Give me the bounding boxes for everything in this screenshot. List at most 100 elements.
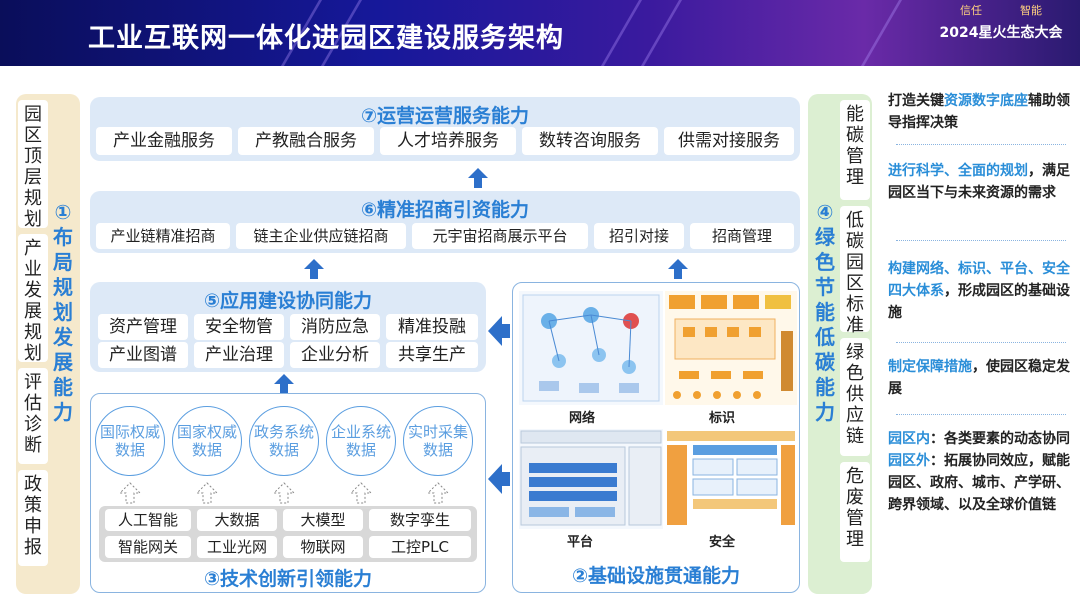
panel-operations-title: ⑦运营运营服务能力 — [360, 105, 530, 127]
circle-intl-data: 国际权威数据 — [95, 406, 165, 476]
note-separator-2 — [896, 240, 1066, 241]
page-title: 工业互联网一体化进园区建设服务架构 — [88, 23, 564, 54]
circle-national-data: 国家权威数据 — [172, 406, 242, 476]
chip-safety-property: 安全物管 — [194, 314, 284, 340]
panel-infrastructure: 网络 标识 平台 安全 — [512, 282, 800, 593]
chip-attract-docking: 招引对接 — [594, 223, 684, 249]
right-column-items: 能碳管理 低碳园区标准 绿色供应链 危废管理 — [840, 100, 870, 568]
panel-infrastructure-title: ②基础设施贯通能力 — [571, 565, 741, 587]
left-item-policy: 政策申报 — [18, 470, 48, 566]
circle-realtime-data: 实时采集数据 — [403, 406, 473, 476]
chip-iot: 物联网 — [283, 536, 363, 558]
note-3: 构建网络、标识、平台、安全四大体系，形成园区的基础设施 — [888, 258, 1072, 324]
note-3-text: ，形成园区的基础设施 — [888, 283, 1070, 321]
tech-items-box: 人工智能 大数据 大模型 数字孪生 智能网关 工业光网 物联网 工控PLC — [99, 506, 477, 562]
network-diagram-image — [519, 291, 663, 405]
note-separator-3 — [896, 342, 1066, 343]
panel-investment: ⑥精准招商引资能力 产业链精准招商 链主企业供应链招商 元宇宙招商展示平台 招引… — [90, 191, 800, 253]
event-logo: 信任 智能 2024星火生态大会 — [936, 2, 1066, 62]
note-5-highlight-a: 园区内 — [888, 431, 930, 447]
chip-enterprise-analysis: 企业分析 — [290, 342, 380, 368]
note-5-text-a: ：各类要素的动态协同 — [930, 431, 1070, 447]
dash-arrow-4 — [350, 482, 372, 504]
dash-arrow-3 — [273, 482, 295, 504]
label-platform: 平台 — [567, 535, 594, 550]
chip-asset-mgmt: 资产管理 — [98, 314, 188, 340]
arrow-left-to-tech — [488, 464, 510, 494]
logo-right-text: 智能 — [1020, 4, 1042, 17]
note-1-highlight: 资源数字底座 — [944, 93, 1028, 109]
left-item-assessment: 评估诊断 — [18, 368, 48, 464]
arrow-up-to-operations — [468, 168, 488, 188]
chip-fire-emergency: 消防应急 — [290, 314, 380, 340]
arrow-up-from-infra — [668, 259, 688, 279]
dash-arrow-2 — [196, 482, 218, 504]
event-name: 2024星火生态大会 — [939, 25, 1063, 41]
arrow-up-from-tech — [274, 374, 294, 394]
panel-tech-title: ③技术创新引领能力 — [203, 568, 373, 590]
panel-applications-title: ⑤应用建设协同能力 — [203, 290, 373, 312]
chip-industry-map: 产业图谱 — [98, 342, 188, 368]
note-4-text: ，使园区稳定发展 — [888, 359, 1070, 397]
chip-chain-investment: 产业链精准招商 — [96, 223, 230, 249]
note-4: 制定保障措施，使园区稳定发展 — [888, 356, 1072, 400]
note-5-highlight-b: 园区外 — [888, 453, 930, 469]
chip-talent-training: 人才培养服务 — [380, 127, 516, 155]
chip-digital-twin: 数字孪生 — [369, 509, 471, 531]
chip-ai: 人工智能 — [105, 509, 191, 531]
note-1-text-a: 打造关键 — [888, 93, 944, 109]
chip-supply-demand: 供需对接服务 — [664, 127, 794, 155]
chip-bigdata: 大数据 — [197, 509, 277, 531]
right-item-carbon-mgmt: 能碳管理 — [840, 100, 870, 200]
arrow-up-from-apps — [304, 259, 324, 279]
chip-smart-gateway: 智能网关 — [105, 536, 191, 558]
panel-applications: ⑤应用建设协同能力 资产管理 安全物管 消防应急 精准投融 产业图谱 产业治理 … — [90, 282, 486, 372]
chip-shared-production: 共享生产 — [386, 342, 478, 368]
right-item-green-supply: 绿色供应链 — [840, 338, 870, 456]
note-1: 打造关键资源数字底座辅助领导指挥决策 — [888, 90, 1072, 134]
chip-edu-integration: 产教融合服务 — [238, 127, 374, 155]
panel-investment-title: ⑥精准招商引资能力 — [360, 199, 530, 221]
note-3-highlight: 构建网络、标识、平台、安全四大体系 — [888, 261, 1070, 299]
note-4-highlight: 制定保障措施 — [888, 359, 972, 375]
chip-bigmodel: 大模型 — [283, 509, 363, 531]
chip-metaverse-platform: 元宇宙招商展示平台 — [412, 223, 588, 249]
security-diagram-image — [665, 429, 797, 529]
note-2: 进行科学、全面的规划，满足园区当下与未来资源的需求 — [888, 160, 1072, 204]
chip-optical-net: 工业光网 — [197, 536, 277, 558]
dash-arrow-1 — [119, 482, 141, 504]
chip-precise-finance: 精准投融 — [386, 314, 478, 340]
note-2-text: ，满足园区当下与未来资源的需求 — [888, 163, 1070, 201]
dash-arrow-5 — [427, 482, 449, 504]
left-column-title: ①布局规划发展能力 — [53, 200, 73, 424]
right-column-title: ④绿色节能低碳能力 — [815, 200, 835, 424]
right-item-lowcarbon-std: 低碳园区标准 — [840, 206, 870, 336]
chip-plc: 工控PLC — [369, 536, 471, 558]
logo-left-text: 信任 — [960, 4, 982, 17]
identifier-diagram-image — [665, 291, 797, 405]
label-network: 网络 — [569, 411, 596, 426]
chip-transform-consult: 数转咨询服务 — [522, 127, 658, 155]
panel-operations: ⑦运营运营服务能力 产业金融服务 产教融合服务 人才培养服务 数转咨询服务 供需… — [90, 97, 800, 161]
note-5-text-b: ：拓展协同效应，赋能园区、政府、城市、产学研、跨界领域、以及全球价值链 — [888, 453, 1070, 513]
chip-industry-governance: 产业治理 — [194, 342, 284, 368]
arrow-left-to-apps — [488, 316, 510, 346]
chip-leader-supply: 链主企业供应链招商 — [236, 223, 406, 249]
label-identifier: 标识 — [709, 411, 736, 426]
left-column-items: 园区顶层规划 产业发展规划 评估诊断 政策申报 — [18, 100, 48, 572]
note-separator-1 — [896, 144, 1066, 145]
chip-industry-finance: 产业金融服务 — [96, 127, 232, 155]
note-1-text-b: 辅助领导指挥决策 — [888, 93, 1070, 131]
note-2-highlight: 进行科学、全面的规划 — [888, 163, 1028, 179]
circle-gov-data: 政务系统数据 — [249, 406, 319, 476]
circle-enterprise-data: 企业系统数据 — [326, 406, 396, 476]
left-item-industry-planning: 产业发展规划 — [18, 234, 48, 364]
note-5: 园区内：各类要素的动态协同 园区外：拓展协同效应，赋能园区、政府、城市、产学研、… — [888, 428, 1072, 516]
label-security: 安全 — [709, 535, 736, 550]
left-item-park-planning: 园区顶层规划 — [18, 100, 48, 230]
chip-investment-mgmt: 招商管理 — [690, 223, 794, 249]
platform-diagram-image — [519, 429, 663, 529]
note-separator-4 — [896, 414, 1066, 415]
right-item-hazwaste: 危废管理 — [840, 462, 870, 562]
panel-tech: 国际权威数据 国家权威数据 政务系统数据 企业系统数据 实时采集数据 人工智能 … — [90, 393, 486, 593]
